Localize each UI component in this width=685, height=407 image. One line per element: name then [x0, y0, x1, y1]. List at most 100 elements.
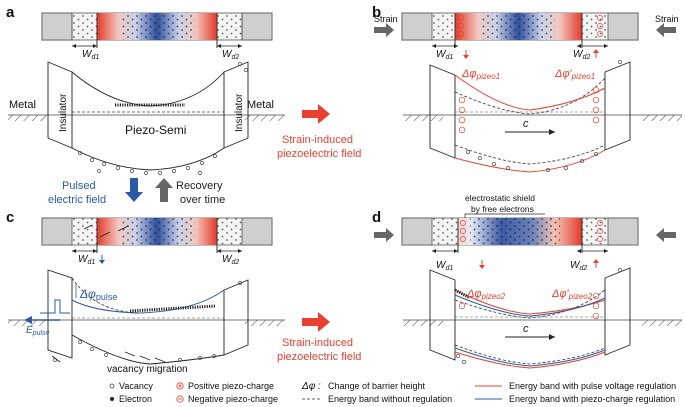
svg-text:Wd1: Wd1: [436, 49, 453, 61]
metal-left-label: Metal: [9, 99, 36, 111]
legend-band-pulse: Energy band with pulse voltage regulatio…: [509, 381, 676, 391]
wd2-sub: d2: [231, 259, 239, 266]
panel-b: b Strain Strain Wd1 Wd2: [372, 4, 682, 173]
strain-induced-label-2: Strain-induced: [282, 337, 353, 349]
strain-left-label: Strain: [374, 14, 398, 24]
pulsed-label: Pulsed: [62, 180, 96, 192]
wd1-sub: d1: [87, 259, 95, 266]
middle-bottom: Strain-induced piezoelectric field: [277, 312, 361, 363]
wd2-sub: d2: [582, 54, 590, 61]
phi2-label: Δφ′: [551, 288, 570, 300]
semi-label: Piezo-Semi: [125, 123, 186, 137]
svg-text:Epulse: Epulse: [26, 325, 50, 337]
panel-c: c Wd1 Wd2 Epulse: [6, 209, 285, 375]
phi1-label: Δφ: [461, 68, 477, 80]
metal-right-label: Metal: [247, 99, 274, 111]
svg-text:Wd1: Wd1: [436, 260, 453, 272]
wd2-label: W: [222, 254, 233, 265]
svg-text:Wd2: Wd2: [222, 49, 239, 61]
c-arrow-icon: [549, 129, 555, 135]
svg-text:Δφ′pizeo1: Δφ′pizeo1: [554, 68, 595, 81]
c-label: c: [523, 323, 529, 335]
recovery-label-2: over time: [180, 194, 225, 206]
vacancy-migration-label: vacancy migration: [107, 364, 188, 375]
svg-text:Wd1: Wd1: [78, 254, 95, 266]
e-pulse-label: E: [26, 325, 33, 336]
valence-band: [71, 147, 225, 171]
metal-contact: [41, 12, 73, 41]
vacancies: [78, 62, 248, 175]
phi2-sub: pizeo1: [571, 72, 596, 81]
svg-text:Wd2: Wd2: [570, 260, 587, 272]
legend-vacancy: Vacancy: [119, 381, 153, 391]
svg-text:Wd2: Wd2: [222, 254, 239, 266]
phi1-label: Δφ: [466, 288, 482, 300]
wd2-label: W: [222, 49, 233, 60]
panel-a: a Wd1 Wd2: [6, 4, 285, 175]
right-arrow-icon: [302, 104, 330, 124]
phi1-sub: pizeo2: [481, 292, 506, 301]
wd1-label: W: [82, 49, 93, 60]
pulsed-label-2: electric field: [48, 194, 106, 206]
wd1-sub: d1: [445, 54, 453, 61]
legend-positive: Positive piezo-charge: [188, 381, 274, 391]
phi1-sub: pizeo1: [476, 72, 501, 81]
metal-contact: [241, 12, 273, 41]
e-pulse-arrow-icon: [24, 316, 32, 324]
shield-label-2: by free electrons: [471, 204, 534, 214]
wd2-sub: d2: [579, 265, 587, 272]
c-label: c: [523, 118, 529, 130]
piezo-field-label-2: piezoelectric field: [277, 351, 361, 363]
strain-right-label: Strain: [655, 14, 679, 24]
panel-d: d electrostatic shield by free electrons…: [372, 193, 682, 369]
up-arrow-icon: [155, 178, 173, 202]
strain-arrow-icon: [374, 23, 394, 37]
wd2-label: W: [573, 49, 584, 60]
wd1-sub: d1: [91, 54, 99, 61]
recovery-label: Recovery: [176, 180, 223, 192]
legend: Vacancy Electron Positive piezo-charge N…: [109, 381, 676, 404]
middle-left: Pulsed electric field Recovery over time: [48, 178, 225, 206]
strain-arrow-icon: [656, 23, 676, 37]
wd1-label: W: [436, 260, 447, 271]
strain-arrow-icon: [656, 228, 676, 242]
legend-band-without: Energy band without regulation: [328, 394, 452, 404]
svg-text:Δφpizeo1: Δφpizeo1: [461, 68, 500, 81]
phi-pulse-label: Δφ: [79, 287, 96, 301]
wd1-label: W: [436, 49, 447, 60]
negative-charge-icon: [176, 395, 184, 403]
svg-text:Δφ′pizeo2: Δφ′pizeo2: [551, 288, 593, 301]
right-arrow-icon: [302, 312, 330, 332]
c-arrow-icon: [549, 334, 555, 340]
conduction-band: [71, 71, 225, 107]
panel-letter-d: d: [372, 209, 381, 226]
svg-text:Wd1: Wd1: [82, 49, 99, 61]
middle-top: Strain-induced piezoelectric field: [277, 104, 361, 160]
strain-arrow-icon: [374, 228, 394, 242]
svg-text:Wd2: Wd2: [573, 49, 590, 61]
legend-electron: Electron: [119, 394, 152, 404]
svg-text:Δφpulse: Δφpulse: [79, 287, 117, 302]
phi2-sub: pizeo2: [568, 292, 593, 301]
legend-negative: Negative piezo-charge: [188, 394, 278, 404]
insulator-left-label: Insulator: [58, 93, 69, 132]
positive-charge-icon: [176, 382, 184, 390]
piezo-field-label: piezoelectric field: [277, 148, 361, 160]
electron-icon: [110, 397, 114, 401]
svg-text:Δφpizeo2: Δφpizeo2: [466, 288, 506, 301]
phi-pulse-sub: pulse: [96, 292, 118, 302]
pulse-icon: [40, 299, 70, 314]
strain-induced-label: Strain-induced: [282, 134, 353, 146]
legend-band-piezo: Energy band with piezo-charge regulation: [509, 394, 675, 404]
legend-dphi-text: Change of barrier height: [328, 381, 426, 391]
insulator-right-label: Insulator: [234, 93, 245, 132]
wd2-sub: d2: [231, 54, 239, 61]
wd1-label: W: [78, 254, 89, 265]
panel-letter-b: b: [372, 4, 381, 21]
panel-letter-a: a: [6, 4, 15, 21]
wd1-sub: d1: [445, 265, 453, 272]
vacancy-icon: [109, 383, 115, 389]
down-arrow-icon: [125, 178, 143, 202]
shield-label-1: electrostatic shield: [465, 193, 535, 203]
